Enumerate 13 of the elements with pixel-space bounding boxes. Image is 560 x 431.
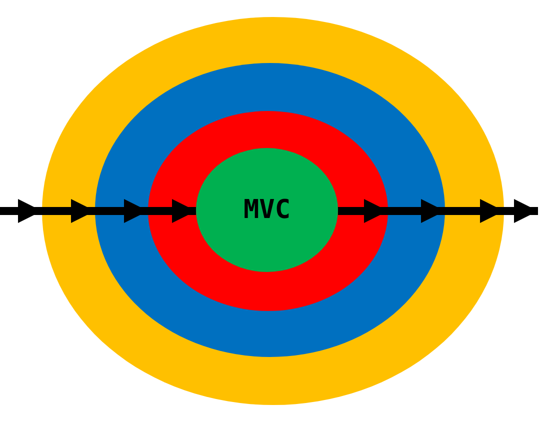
arrow: [504, 199, 538, 223]
arrow: [445, 199, 504, 223]
outer-ellipse: [42, 17, 504, 405]
arrow: [388, 199, 445, 223]
third-ellipse: [148, 111, 388, 311]
arrow: [338, 199, 388, 223]
arrow: [42, 199, 95, 223]
center-label: MVC: [244, 195, 290, 225]
second-ellipse: [95, 63, 445, 357]
center-ellipse: [196, 148, 338, 272]
arrow: [0, 199, 42, 223]
arrow: [95, 199, 148, 223]
arrow: [148, 199, 196, 223]
